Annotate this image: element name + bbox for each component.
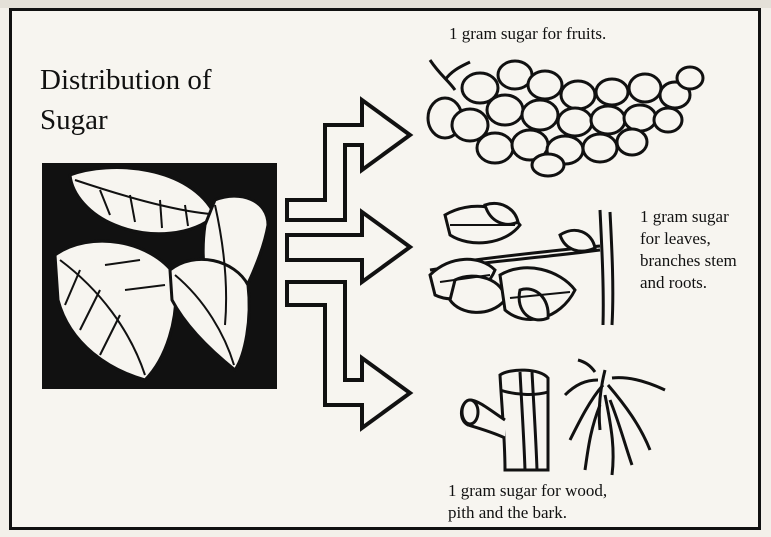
wood-stem-icon bbox=[461, 370, 548, 470]
leaf-cluster-icon bbox=[42, 163, 277, 389]
label-leaves: 1 gram sugar for leaves, branches stem a… bbox=[640, 206, 765, 294]
label-leaves-line-2: for leaves, bbox=[640, 228, 765, 250]
label-wood-line-1: 1 gram sugar for wood, bbox=[448, 480, 748, 502]
arrow-icon bbox=[287, 100, 410, 428]
label-leaves-line-3: branches stem bbox=[640, 250, 765, 272]
grapes-icon bbox=[428, 60, 703, 176]
label-wood: 1 gram sugar for wood, pith and the bark… bbox=[448, 480, 748, 524]
label-fruits: 1 gram sugar for fruits. bbox=[449, 23, 606, 45]
branch-leaves-icon bbox=[430, 204, 613, 325]
label-leaves-line-4: and roots. bbox=[640, 272, 765, 294]
label-leaves-line-1: 1 gram sugar bbox=[640, 206, 765, 228]
roots-icon bbox=[565, 360, 665, 475]
label-wood-line-2: pith and the bark. bbox=[448, 502, 748, 524]
